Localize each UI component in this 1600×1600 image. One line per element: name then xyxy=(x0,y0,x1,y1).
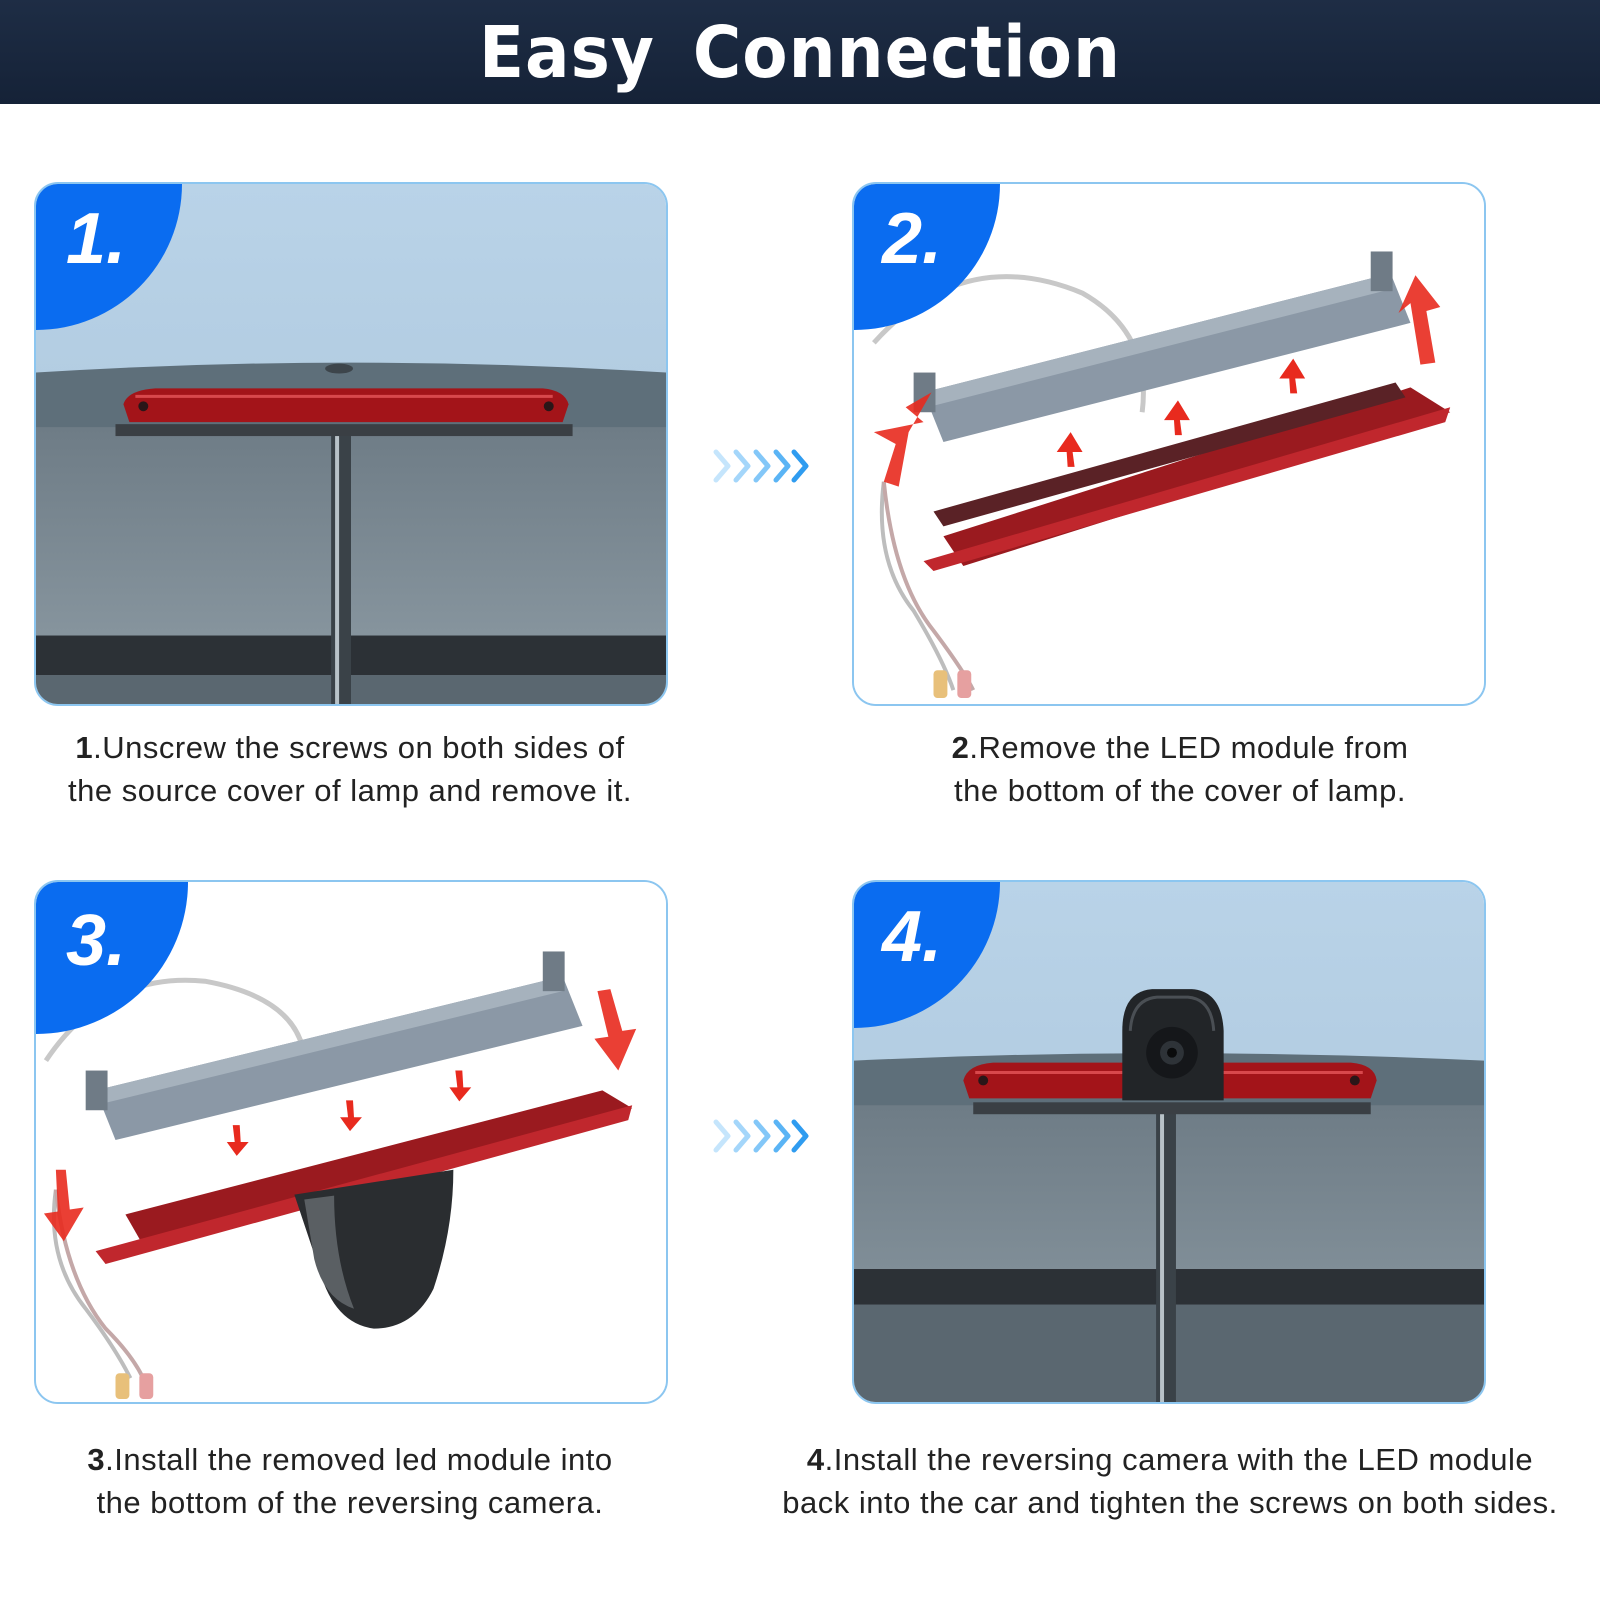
chevron-right-icon xyxy=(713,449,809,483)
header-banner: Easy Connection xyxy=(0,0,1600,104)
step-1-caption-line1: .Unscrew the screws on both sides of xyxy=(93,730,625,765)
led-module xyxy=(95,976,583,1141)
step-1-caption: 1.Unscrew the screws on both sides of th… xyxy=(0,726,700,812)
step-2-badge xyxy=(854,184,1000,330)
step-4-caption: 4.Install the reversing camera with the … xyxy=(740,1438,1600,1524)
step-3-image: 3. xyxy=(34,880,668,1404)
step-3-caption-number: 3 xyxy=(87,1442,106,1477)
step-3-number: 3. xyxy=(66,901,127,981)
step-1-caption-number: 1 xyxy=(75,730,94,765)
led-module xyxy=(923,273,1411,443)
step-4-number: 4. xyxy=(882,897,943,977)
step-2-caption: 2.Remove the LED module from the bottom … xyxy=(830,726,1530,812)
step-2-caption-line1: .Remove the LED module from xyxy=(969,730,1409,765)
step-2-image: 2. xyxy=(852,182,1486,706)
step-4-caption-line2: back into the car and tighten the screws… xyxy=(782,1485,1558,1520)
step-1-caption-line2: the source cover of lamp and remove it. xyxy=(68,773,632,808)
step-4-image: 4. xyxy=(852,880,1486,1404)
van-rear-lamp-scene xyxy=(36,184,666,704)
step-4-caption-number: 4 xyxy=(806,1442,825,1477)
arrow-icon xyxy=(873,392,932,487)
step-1-number: 1. xyxy=(66,199,127,279)
step-4-badge xyxy=(854,882,1000,1028)
brake-lamp xyxy=(123,388,569,423)
step-3-caption-line2: the bottom of the reversing camera. xyxy=(96,1485,604,1520)
step-1-badge xyxy=(36,184,182,330)
chevron-right-icon xyxy=(713,1119,809,1153)
step-3-caption: 3.Install the removed led module into th… xyxy=(0,1438,700,1524)
step-1-image: 1. xyxy=(34,182,668,706)
step-2-caption-line2: the bottom of the cover of lamp. xyxy=(954,773,1406,808)
step-2-caption-number: 2 xyxy=(951,730,970,765)
arrow-icon xyxy=(43,1169,84,1242)
page-title: Easy Connection xyxy=(478,10,1122,94)
arrow-icon xyxy=(1398,275,1441,365)
step-2-number: 2. xyxy=(882,199,943,279)
arrow-icon xyxy=(594,989,637,1071)
step-3-caption-line1: .Install the removed led module into xyxy=(105,1442,613,1477)
led-module-install-scene xyxy=(36,882,666,1402)
step-4-caption-line1: .Install the reversing camera with the L… xyxy=(824,1442,1534,1477)
step-3-badge xyxy=(36,882,188,1034)
